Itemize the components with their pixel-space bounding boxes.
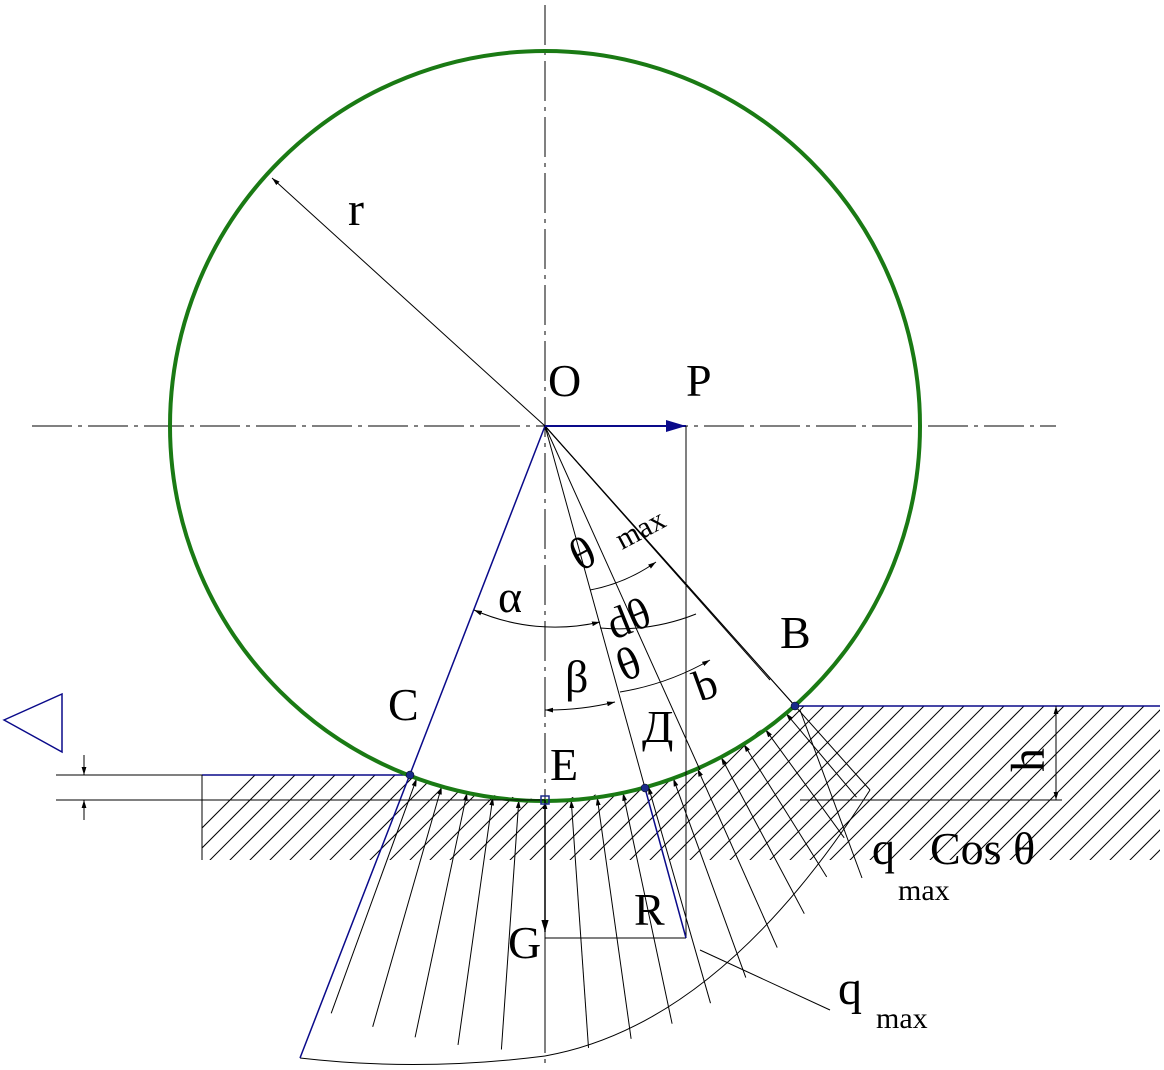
hatch-line: [759, 706, 931, 860]
hatch-line: [899, 706, 1071, 860]
hatch-line: [1119, 706, 1160, 860]
force-R-vector: [644, 787, 687, 939]
point-E: [540, 795, 550, 805]
label-theta-max-sub: max: [610, 503, 671, 556]
label-G: G: [508, 917, 541, 968]
point-C: [405, 770, 415, 780]
h-dimension: [800, 706, 1062, 801]
pressure-arrow: [672, 778, 747, 978]
hatch-line: [1079, 706, 1160, 860]
alpha-arc: [473, 609, 601, 628]
label-qcos-q: q: [872, 823, 895, 874]
hatch-line: [739, 706, 911, 860]
line-O-dtheta-2: [544, 425, 701, 771]
hatch-line: [1059, 706, 1160, 860]
label-r: r: [348, 183, 364, 236]
pressure-envelope-left: [299, 1055, 546, 1066]
label-D: Д: [642, 701, 673, 752]
hatch-line: [839, 706, 1011, 860]
left-dimension: [56, 755, 545, 820]
pressure-arrow: [569, 800, 589, 1048]
hatch-line: [959, 706, 1131, 860]
label-qmax-sub: max: [876, 1002, 928, 1035]
center-lines: [32, 5, 1056, 1065]
pressure-arrow: [457, 797, 495, 1045]
hatch-line: [999, 706, 1160, 860]
pressure-arrow: [330, 778, 418, 1014]
label-B: B: [780, 607, 811, 658]
ground-outline: [201, 705, 1160, 860]
pressure-arrow: [622, 792, 673, 1024]
hatch-line: [1139, 706, 1160, 860]
leader-qmax: [699, 949, 831, 1011]
label-theta: θ: [609, 636, 649, 692]
label-P: P: [686, 355, 712, 406]
label-beta: β: [565, 651, 588, 702]
label-b: b: [687, 658, 724, 712]
pressure-arrow: [372, 786, 443, 1027]
theta-max-arc: [589, 561, 657, 591]
label-C: C: [388, 679, 419, 730]
theta-arc: [619, 659, 711, 693]
beta-arc: [544, 701, 616, 713]
pressure-arrow: [697, 768, 778, 948]
hatch-line: [639, 706, 811, 860]
line-OC: [299, 425, 546, 1059]
hatch-line: [1039, 706, 1160, 860]
hatch-line: [939, 706, 1111, 860]
triangle-symbol: [2, 692, 63, 754]
label-h: h: [1002, 748, 1055, 772]
line-O-D: [544, 425, 646, 789]
label-theta-max: θ: [561, 525, 604, 580]
line-O-dtheta-1: [544, 425, 771, 681]
points: [405, 701, 800, 805]
hatch-line: [1099, 706, 1160, 860]
hatch-line: [679, 706, 851, 860]
pressure-arrow: [414, 792, 468, 1038]
leader-q-cos: [799, 709, 863, 879]
hatch-line: [799, 706, 971, 860]
dtheta-arc: [599, 613, 697, 630]
hatch-line: [859, 706, 1031, 860]
hatch-line: [659, 706, 831, 860]
label-qmax-q: q: [838, 962, 862, 1015]
pressure-arrow: [785, 712, 857, 798]
pressure-fan: [330, 712, 857, 1051]
pressure-arrow: [764, 729, 845, 839]
label-O: O: [548, 355, 581, 406]
label-qcos-cos: Cos θ: [930, 823, 1035, 874]
label-R: R: [634, 884, 665, 935]
hatch-line: [1019, 706, 1160, 860]
label-alpha: α: [498, 571, 522, 622]
hatch-line: [879, 706, 1051, 860]
pressure-arrow: [595, 797, 632, 1039]
point-D: [640, 783, 650, 793]
hatch-line: [919, 706, 1091, 860]
hatch-line: [1159, 706, 1160, 860]
label-E: E: [550, 739, 578, 790]
hatch-line: [719, 706, 891, 860]
pressure-arrow: [743, 743, 828, 878]
pressure-arrow: [500, 800, 521, 1050]
pressure-envelope-right: [544, 789, 871, 1057]
pressure-arrow: [647, 786, 711, 1004]
hatch-line: [699, 706, 871, 860]
label-qcos-sub: max: [898, 874, 950, 907]
point-B: [790, 701, 800, 711]
radius-line: [271, 177, 546, 427]
hatch-line: [979, 706, 1151, 860]
pressure-arrow: [720, 756, 805, 914]
